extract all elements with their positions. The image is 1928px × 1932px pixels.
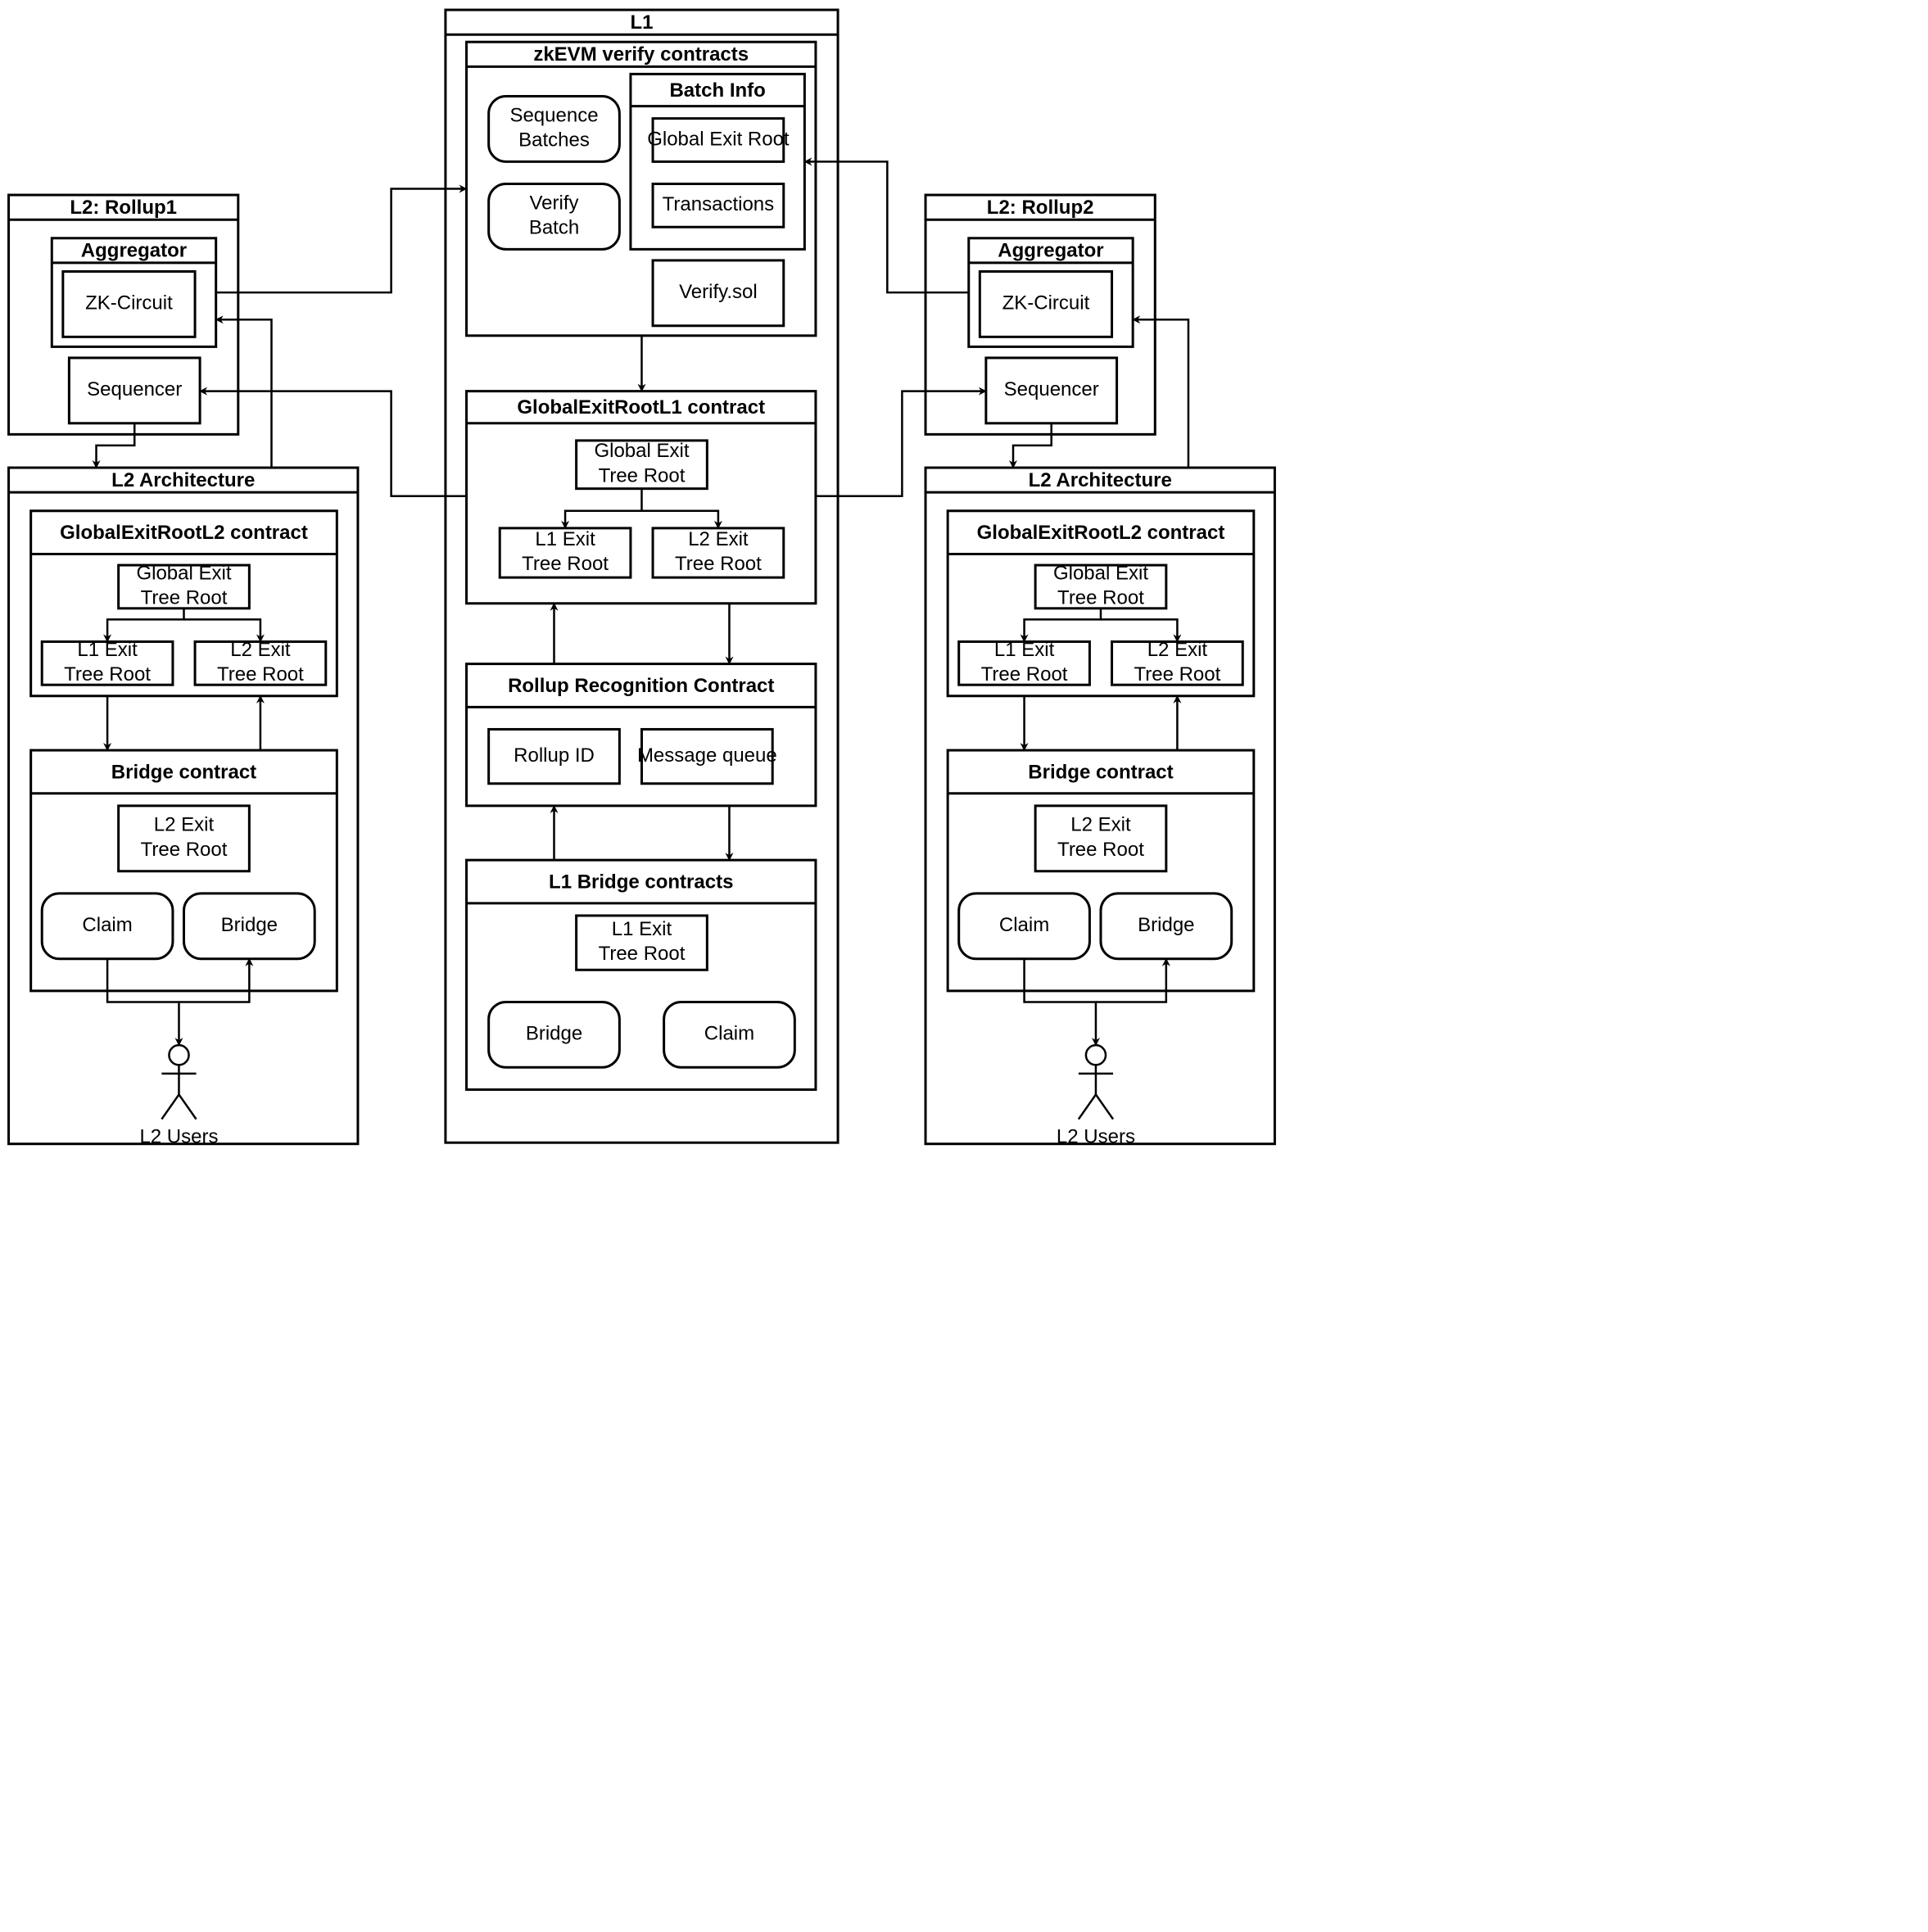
batch-info-title: Batch Info bbox=[669, 79, 765, 102]
message-queue-node-label: Message queue bbox=[637, 744, 777, 767]
left-edge-users-to-bridge bbox=[179, 957, 254, 1003]
left-l2-users-actor-label: L2 Users bbox=[139, 1126, 218, 1148]
rollup-recognition-contract-title: Rollup Recognition Contract bbox=[508, 675, 774, 697]
edge-rollup1-aggregator-to-zkevm bbox=[215, 184, 468, 294]
rollup1-sequencer-node-label: Sequencer bbox=[87, 378, 182, 400]
edge-ger-l1-split-right bbox=[641, 509, 722, 529]
rollup1-aggregator-title: Aggregator bbox=[81, 240, 187, 262]
left-bridge-contract-title: Bridge contract bbox=[111, 761, 256, 783]
right-global-exit-root-l2-contract-title: GlobalExitRootL2 contract bbox=[977, 522, 1225, 544]
right-l2-users-actor-label: L2 Users bbox=[1057, 1126, 1135, 1148]
right-edge-ger-split-left bbox=[1020, 608, 1102, 643]
edge-ger-l1-to-rollup2-sequencer bbox=[815, 387, 987, 497]
global-exit-root-l1-contract-title: GlobalExitRootL1 contract bbox=[517, 396, 765, 419]
edge-ger-l1-to-rollup1-sequencer bbox=[199, 387, 467, 497]
l1-claim-node bbox=[663, 1000, 796, 1069]
l1-container-title: L1 bbox=[630, 11, 653, 34]
left-global-exit-tree-root-node bbox=[117, 563, 251, 610]
l1-bridge-node bbox=[487, 1000, 621, 1069]
sequence-batches-node bbox=[487, 95, 621, 163]
left-edge-ger-split-right bbox=[183, 618, 265, 643]
l1-claim-node-label: Claim bbox=[704, 1023, 754, 1045]
edge-ger-l1-split-left bbox=[561, 488, 643, 529]
rollup2-container-title: L2: Rollup2 bbox=[987, 197, 1094, 219]
right-l2-architecture-title: L2 Architecture bbox=[1029, 469, 1172, 491]
edge-arch-left-to-rollup1-aggregator bbox=[215, 315, 273, 468]
l1-global-exit-tree-root-node bbox=[575, 439, 708, 491]
edge-arch-right-to-rollup2-aggregator bbox=[1132, 315, 1190, 468]
rollup1-zk-circuit-node-label: ZK-Circuit bbox=[85, 292, 173, 314]
right-bridge-l2-exit-tree-root-node bbox=[1034, 804, 1168, 873]
verify-sol-node-label: Verify.sol bbox=[679, 281, 758, 303]
right-global-exit-tree-root-node bbox=[1034, 563, 1168, 610]
rollup2-aggregator-title: Aggregator bbox=[998, 240, 1103, 262]
left-bridge-l2-exit-tree-root-node bbox=[117, 804, 251, 873]
left-l2-architecture-title: L2 Architecture bbox=[111, 469, 255, 491]
rollup-id-node-label: Rollup ID bbox=[514, 744, 595, 767]
l1-bridge-node-label: Bridge bbox=[526, 1023, 582, 1045]
message-queue-node bbox=[640, 727, 774, 785]
edge-rollup2-aggregator-to-batch-info bbox=[803, 157, 969, 294]
right-edge-claim-to-users bbox=[1023, 958, 1100, 1047]
right-edge-users-to-bridge bbox=[1095, 957, 1170, 1003]
left-l2-exit-tree-root-node bbox=[193, 640, 328, 686]
right-l2-users-actor bbox=[1077, 1043, 1115, 1120]
right-bridge-node-label: Bridge bbox=[1138, 914, 1194, 936]
zkevm-verify-contracts-title: zkEVM verify contracts bbox=[533, 43, 749, 66]
rollup2-zk-circuit-node bbox=[978, 269, 1114, 338]
left-global-exit-root-l2-contract-title: GlobalExitRootL2 contract bbox=[60, 522, 308, 544]
right-edge-ger-split-right bbox=[1100, 618, 1182, 643]
batch-global-exit-root-node-label: Global Exit Root bbox=[647, 128, 790, 150]
left-edge-claim-to-users bbox=[106, 958, 183, 1047]
left-bridge-node-label: Bridge bbox=[221, 914, 278, 936]
left-claim-node-label: Claim bbox=[82, 914, 132, 936]
batch-transactions-node bbox=[651, 182, 785, 228]
rollup-id-node bbox=[487, 727, 621, 785]
rollup2-sequencer-node-label: Sequencer bbox=[1004, 378, 1099, 400]
edge-rollup1-sequencer-to-arch bbox=[92, 423, 136, 469]
rollup1-zk-circuit-node bbox=[61, 269, 197, 338]
batch-global-exit-root-node bbox=[651, 117, 785, 163]
right-bridge-contract-title: Bridge contract bbox=[1028, 761, 1173, 783]
rollup1-container-title: L2: Rollup1 bbox=[70, 197, 177, 219]
l1-bridge-exit-tree-root-node bbox=[575, 914, 708, 971]
rollup2-zk-circuit-node-label: ZK-Circuit bbox=[1002, 292, 1090, 314]
verify-batch-node bbox=[487, 182, 621, 251]
right-claim-node-label: Claim bbox=[999, 914, 1049, 936]
right-l1-exit-tree-root-node bbox=[957, 640, 1091, 686]
verify-sol-node bbox=[651, 259, 785, 328]
left-edge-ger-split-left bbox=[103, 608, 185, 643]
edge-rollup2-sequencer-to-arch bbox=[1009, 423, 1052, 469]
left-l1-exit-tree-root-node bbox=[40, 640, 174, 686]
l1-l1-exit-tree-root-node bbox=[498, 527, 632, 579]
batch-transactions-node-label: Transactions bbox=[663, 193, 775, 215]
l1-bridge-contracts-title: L1 Bridge contracts bbox=[549, 871, 733, 893]
